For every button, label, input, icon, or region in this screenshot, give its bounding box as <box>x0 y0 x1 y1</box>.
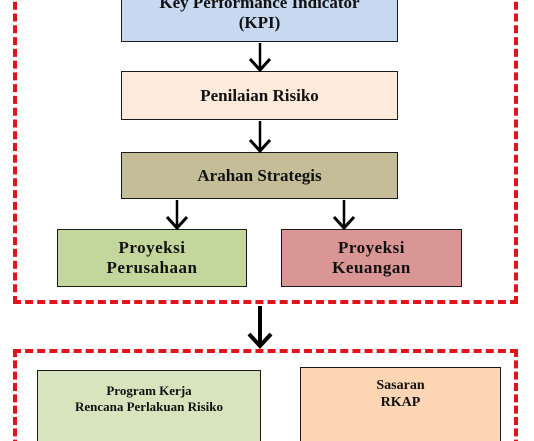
financial-projection-line1: Proyeksi <box>338 237 405 257</box>
company-projection-line2: Perusahaan <box>106 258 198 277</box>
rkap-target-box: Sasaran RKAP <box>300 367 501 441</box>
company-projection-line1: Proyeksi <box>118 237 186 257</box>
strategic-direction-label: Arahan Strategis <box>197 165 322 185</box>
kpi-box: Key Performance Indicator (KPI) <box>121 0 398 42</box>
lower-dashed-frame <box>13 349 518 441</box>
kpi-box-title: Key Performance Indicator <box>159 0 360 12</box>
financial-projection-line2: Keuangan <box>332 258 411 277</box>
rkap-target-line1: Sasaran <box>376 378 425 393</box>
arrow-kpi-to-risk <box>248 43 272 73</box>
financial-projection-box: Proyeksi Keuangan <box>281 229 462 287</box>
risk-assessment-label: Penilaian Risiko <box>200 85 319 105</box>
kpi-box-abbreviation: (KPI) <box>238 13 281 32</box>
rkap-target-line2: RKAP <box>380 394 421 410</box>
arrow-strategy-to-financial-projection <box>332 200 356 231</box>
arrow-upper-to-lower-frame <box>247 306 273 349</box>
upper-dashed-frame <box>13 0 518 304</box>
work-program-box: Program Kerja Rencana Perlakuan Risiko <box>37 370 261 441</box>
arrow-risk-to-strategy <box>248 121 272 154</box>
strategic-direction-box: Arahan Strategis <box>121 152 398 199</box>
work-program-line2: Rencana Perlakuan Risiko <box>74 398 224 414</box>
company-projection-box: Proyeksi Perusahaan <box>57 229 247 287</box>
arrow-strategy-to-company-projection <box>165 200 189 231</box>
work-program-line1: Program Kerja <box>106 383 192 398</box>
